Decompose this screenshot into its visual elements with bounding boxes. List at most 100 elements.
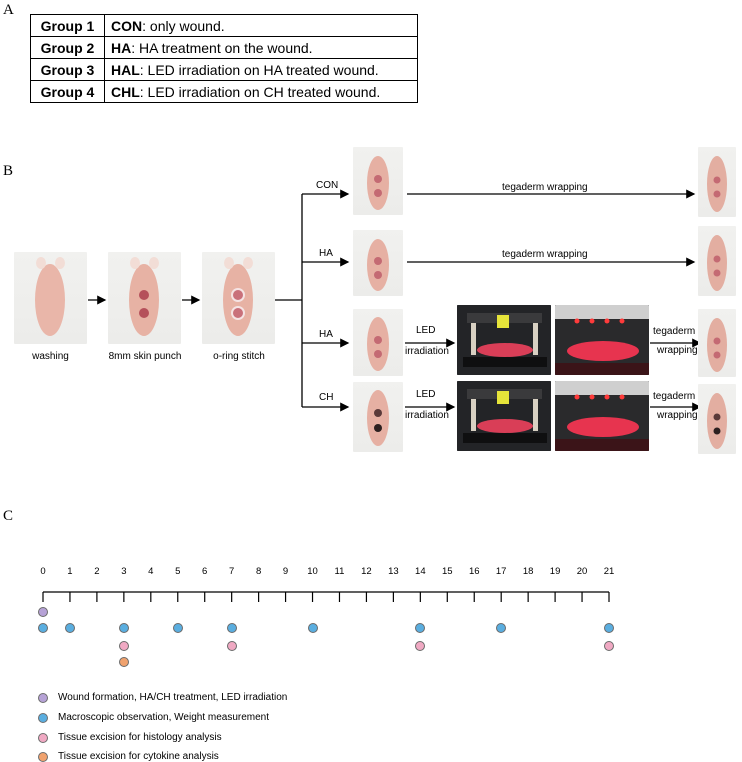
led-device-illustration (555, 381, 649, 451)
mouse-photo (698, 309, 736, 377)
led-device-photo (457, 305, 551, 375)
arm-label: HA (319, 248, 333, 259)
timeline-tick-label: 13 (388, 566, 399, 577)
timeline-tick-label: 20 (576, 566, 588, 577)
legend-dot (38, 732, 48, 743)
mouse-photo (108, 252, 181, 344)
step-label: o-ring stitch (213, 351, 265, 362)
mouse-illustration (707, 235, 727, 291)
led-label: LED (416, 389, 436, 400)
led-device-illustration (555, 305, 649, 375)
legend-item: Wound formation, HA/CH treatment, LED ir… (38, 692, 287, 703)
legend-label: Macroscopic observation, Weight measurem… (58, 712, 270, 723)
mouse-illustration (367, 156, 389, 210)
tegaderm-label: tegaderm (653, 391, 696, 402)
wrapping-label: wrapping (657, 410, 698, 421)
mouse-photo (202, 252, 275, 344)
tegaderm-label: tegaderm (653, 326, 696, 337)
tegaderm-wrapping-label: tegaderm wrapping (502, 249, 588, 260)
legend-item: Macroscopic observation, Weight measurem… (38, 712, 269, 723)
timeline-tick-label: 18 (522, 566, 534, 577)
timeline-tick-label: 2 (94, 566, 100, 577)
timeline-tick-label: 11 (334, 566, 345, 577)
timeline-event-dot (38, 607, 48, 617)
legend-label: Tissue excision for cytokine analysis (58, 751, 219, 762)
irradiation-label: irradiation (405, 346, 449, 357)
table-row: Group 3 HAL: LED irradiation on HA treat… (30, 58, 418, 81)
timeline-tick-label: 8 (255, 566, 262, 577)
group-description: HAL: LED irradiation on HA treated wound… (104, 58, 418, 81)
mouse-illustration (35, 257, 65, 336)
group-desc: : LED irradiation on HA treated wound. (139, 61, 379, 78)
timeline-event-dot (604, 623, 614, 633)
timeline-event-dot (38, 623, 48, 633)
timeline-event-dot (307, 623, 318, 633)
timeline-event-dot (172, 623, 183, 633)
timeline-event-dot (118, 641, 129, 651)
panel-label-b: B (3, 163, 14, 179)
mouse-illustration (707, 318, 727, 372)
mouse-illustration (129, 257, 159, 336)
group-abbr: CHL (111, 83, 140, 100)
group-description: CHL: LED irradiation on CH treated wound… (104, 80, 418, 103)
group-name: Group 4 (30, 80, 105, 103)
timeline-tick-label: 7 (229, 566, 235, 577)
timeline-tick-label: 12 (361, 566, 372, 577)
timeline-tick-label: 9 (282, 566, 289, 577)
arm-label: HA (319, 329, 333, 340)
arm-label: CON (316, 180, 339, 191)
timeline-tick-label: 4 (148, 566, 154, 577)
mouse-illustration (367, 390, 389, 446)
led-device-photo (555, 305, 649, 375)
timeline-event-dot (118, 657, 129, 667)
mouse-photo (698, 384, 736, 454)
arm-label: CH (319, 392, 334, 403)
table-row: Group 4 CHL: LED irradiation on CH treat… (30, 80, 418, 103)
mouse-photo (698, 147, 736, 217)
timeline-tick-label: 10 (307, 566, 318, 577)
timeline-tick-label: 15 (441, 566, 453, 577)
table-row: Group 1 CON: only wound. (30, 14, 418, 37)
group-name: Group 1 (30, 14, 105, 37)
led-label: LED (416, 325, 436, 336)
legend-item: Tissue excision for histology analysis (38, 732, 222, 743)
timeline-tick-label: 1 (67, 566, 73, 577)
legend-label: Tissue excision for histology analysis (58, 732, 222, 743)
wrapping-label: wrapping (657, 345, 698, 356)
timeline-tick-label: 6 (202, 566, 208, 577)
group-desc: : HA treatment on the wound. (131, 39, 313, 56)
timeline-tick-label: 14 (415, 566, 426, 577)
timeline-event-dot (415, 641, 426, 651)
mouse-photo (353, 230, 403, 296)
mouse-photo (353, 309, 403, 376)
timeline-tick-label: 21 (603, 566, 615, 577)
group-abbr: HAL (111, 61, 140, 78)
tegaderm-wrapping-label: tegaderm wrapping (502, 182, 588, 193)
timeline-event-dot (64, 623, 75, 633)
mouse-illustration (367, 317, 389, 371)
legend-dot (38, 692, 48, 703)
mouse-illustration (223, 257, 253, 336)
timeline-event-dot (226, 623, 237, 633)
mouse-illustration (367, 239, 389, 291)
irradiation-label: irradiation (405, 410, 449, 421)
group-abbr: HA (111, 39, 132, 56)
legend-item: Tissue excision for cytokine analysis (38, 751, 219, 762)
timeline-tick-label: 17 (495, 566, 507, 577)
panel-label-c: C (3, 508, 14, 524)
mouse-photo (353, 382, 403, 452)
timeline-tick-label: 19 (549, 566, 561, 577)
timeline-tick-label: 0 (40, 566, 46, 577)
led-device-photo (555, 381, 649, 451)
timeline-tick-label: 5 (175, 566, 181, 577)
mouse-illustration (707, 393, 727, 449)
led-device-illustration (457, 381, 551, 451)
panel-label-a: A (3, 2, 14, 18)
timeline-event-dot (415, 623, 426, 633)
legend-dot (38, 751, 48, 762)
timeline-event-dot (604, 641, 614, 651)
timeline-tick-label: 3 (121, 566, 127, 577)
group-name: Group 3 (30, 58, 105, 81)
